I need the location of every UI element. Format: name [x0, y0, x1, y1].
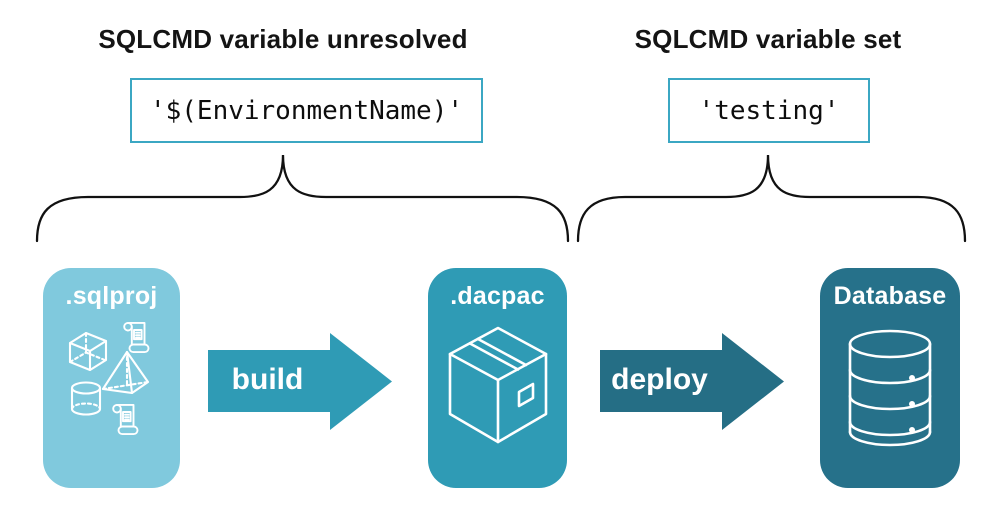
cube-icon: [68, 331, 108, 372]
code-text-environment-name: '$(EnvironmentName)': [149, 95, 464, 126]
sqlproj-icons: [68, 321, 150, 436]
heading-variable-set: SQLCMD variable set: [634, 24, 902, 54]
package-icon: [448, 326, 548, 444]
scroll-icon: [112, 403, 139, 436]
node-dacpac: .dacpac: [428, 268, 567, 488]
database-icon: [848, 329, 932, 447]
node-database-label: Database: [833, 282, 947, 310]
build-arrow: [208, 333, 392, 430]
build-arrow-label: build: [231, 363, 304, 396]
pyramid-icon: [101, 350, 150, 395]
scroll-icon: [123, 321, 150, 354]
node-database: Database: [820, 268, 960, 488]
node-sqlproj: .sqlproj: [43, 268, 180, 488]
node-sqlproj-label: .sqlproj: [65, 282, 158, 310]
code-text-testing: 'testing': [698, 95, 840, 126]
deploy-arrow-label: deploy: [611, 363, 708, 396]
heading-variable-unresolved: SQLCMD variable unresolved: [98, 24, 468, 54]
right-brace: [576, 154, 967, 243]
brace-group: [35, 154, 967, 243]
left-brace: [35, 154, 570, 243]
code-box-environment-name: '$(EnvironmentName)': [130, 78, 483, 143]
deploy-arrow: [600, 333, 784, 430]
cylinder-icon: [70, 381, 102, 416]
node-dacpac-label: .dacpac: [450, 282, 545, 310]
code-box-testing: 'testing': [668, 78, 870, 143]
